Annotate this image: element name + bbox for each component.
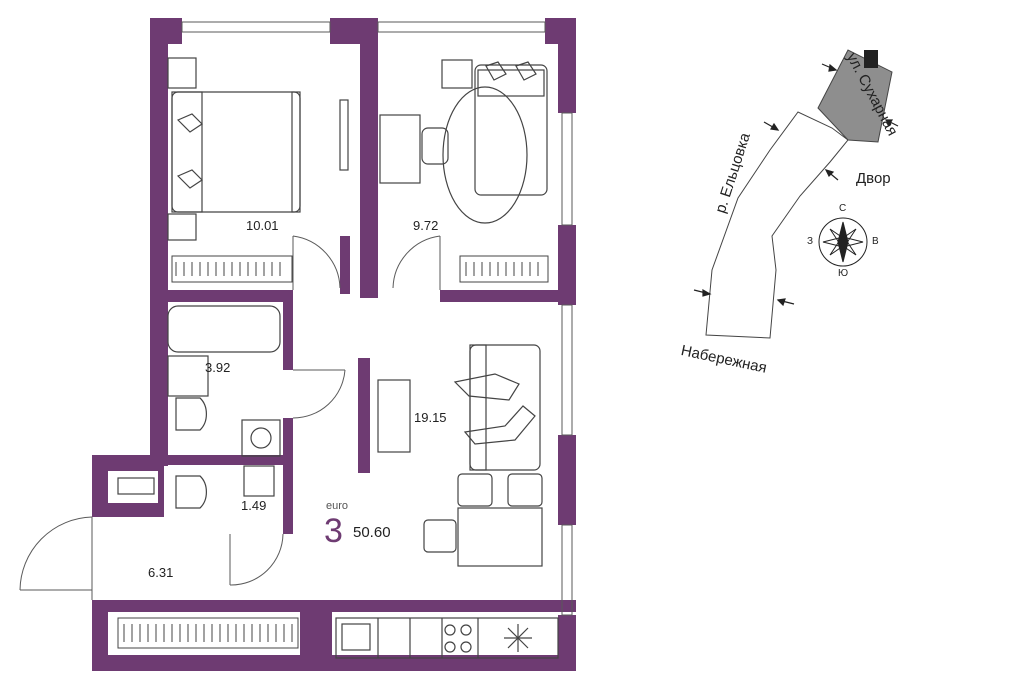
total-area: 50.60 bbox=[353, 524, 391, 541]
sink-icon bbox=[341, 623, 371, 651]
compass-icon bbox=[818, 217, 868, 267]
study-area-label: 9.72 bbox=[413, 218, 439, 233]
washer-icon bbox=[241, 419, 281, 457]
stove-icon bbox=[444, 624, 472, 653]
bathroom-area-label: 3.92 bbox=[205, 360, 231, 375]
layout-type-label: euro bbox=[326, 500, 349, 512]
radiator-icon bbox=[117, 255, 549, 649]
compass-east: В bbox=[872, 236, 879, 247]
wc-area-label: 1.49 bbox=[241, 498, 267, 513]
hall-area-label: 6.31 bbox=[148, 565, 174, 580]
doors bbox=[19, 235, 441, 600]
windows bbox=[181, 21, 573, 616]
compass-north: С bbox=[839, 203, 847, 214]
entrance-arrow-icon bbox=[693, 63, 899, 307]
compass-south: Ю bbox=[838, 268, 849, 279]
bedroom-area-label: 10.01 bbox=[246, 218, 279, 233]
site-scheme bbox=[705, 49, 893, 339]
walls bbox=[92, 18, 576, 671]
furniture bbox=[117, 57, 559, 659]
compass-west: З bbox=[807, 236, 814, 247]
courtyard-label: Двор bbox=[856, 170, 891, 187]
rooms-count: 3 bbox=[324, 512, 343, 550]
bathtub-icon bbox=[167, 305, 281, 353]
building-highlight bbox=[817, 49, 893, 143]
fridge-icon bbox=[504, 624, 532, 652]
toilet-icon bbox=[175, 397, 207, 431]
living-area-label: 19.15 bbox=[414, 410, 447, 425]
